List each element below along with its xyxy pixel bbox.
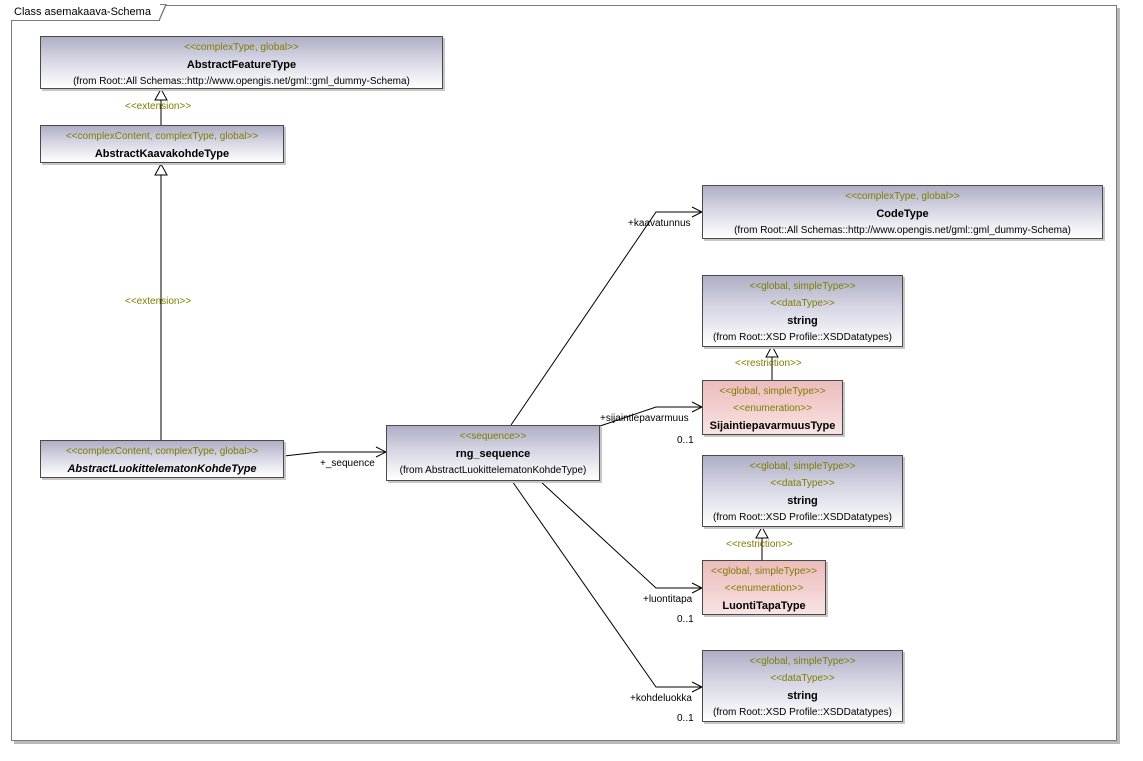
stereotype: <<complexType, global>> <box>845 191 960 202</box>
restriction-arrowhead-2 <box>755 525 769 539</box>
stereotype: <<complexContent, complexType, global>> <box>65 446 259 457</box>
stereotype-enumeration: <<enumeration>> <box>733 403 812 414</box>
class-string-2[interactable]: <<global, simpleType>> <<dataType>> stri… <box>702 455 903 527</box>
class-sijaintiepavarmuus-type[interactable]: <<global, simpleType>> <<enumeration>> S… <box>702 380 843 435</box>
luontitapa-role-label: +luontitapa <box>643 594 693 605</box>
package-origin: (from Root::XSD Profile::XSDDatatypes) <box>713 707 892 718</box>
luontitapa-edge <box>539 480 702 589</box>
diagram-title: Class asemakaava-Schema <box>11 4 167 21</box>
class-name: AbstractKaavakohdeType <box>94 148 230 160</box>
class-name: AbstractLuokittelematonKohdeType <box>67 463 257 475</box>
restriction-label-2: <<restriction>> <box>726 539 793 550</box>
stereotype-enumeration: <<enumeration>> <box>724 583 804 594</box>
class-code-type[interactable]: <<complexType, global>> CodeType (from R… <box>702 185 1103 239</box>
stereotype: <<global, simpleType>> <box>719 386 826 397</box>
kaavatunnus-edge <box>510 211 702 426</box>
package-origin: (from Root::XSD Profile::XSDDatatypes) <box>713 512 892 523</box>
class-name: rng_sequence <box>455 448 531 460</box>
class-name: SijaintiepavarmuusType <box>709 420 836 432</box>
stereotype-datatype: <<dataType>> <box>770 673 835 684</box>
stereotype: <<complexContent, complexType, global>> <box>65 131 259 142</box>
class-name: string <box>787 315 818 327</box>
class-name: LuontiTapaType <box>722 600 806 612</box>
stereotype: <<complexType, global>> <box>184 42 299 53</box>
sequence-edge <box>283 451 386 457</box>
kohdeluokka-multiplicity: 0..1 <box>677 713 694 724</box>
stereotype: <<global, simpleType>> <box>749 281 856 292</box>
class-name: CodeType <box>876 208 929 220</box>
generalization-arrowhead-1 <box>154 87 168 101</box>
class-rng-sequence[interactable]: <<sequence>> rng_sequence (from Abstract… <box>386 425 600 481</box>
generalization-arrowhead-2 <box>154 162 168 176</box>
class-string-1[interactable]: <<global, simpleType>> <<dataType>> stri… <box>702 275 903 347</box>
class-abstract-luokittelematon-kohde-type[interactable]: <<complexContent, complexType, global>> … <box>40 440 284 478</box>
sequence-role-label: +_sequence <box>320 458 375 469</box>
extension-label-1: <<extension>> <box>125 101 192 112</box>
package-origin: (from Root::XSD Profile::XSDDatatypes) <box>713 332 892 343</box>
class-name: string <box>787 495 818 507</box>
package-origin: (from Root::All Schemas::http://www.open… <box>734 225 1071 236</box>
package-origin: (from Root::All Schemas::http://www.open… <box>73 76 410 87</box>
kohdeluokka-role-label: +kohdeluokka <box>630 693 692 704</box>
class-string-3[interactable]: <<global, simpleType>> <<dataType>> stri… <box>702 650 903 722</box>
sijaintie-multiplicity: 0..1 <box>677 435 694 446</box>
kaavatunnus-role-label: +kaavatunnus <box>628 218 691 229</box>
stereotype: <<global, simpleType>> <box>710 566 818 577</box>
stereotype: <<global, simpleType>> <box>749 656 856 667</box>
sijaintie-edge <box>599 406 702 427</box>
stereotype: <<global, simpleType>> <box>749 461 856 472</box>
class-abstract-kaavakohde-type[interactable]: <<complexContent, complexType, global>> … <box>40 125 284 163</box>
package-origin: (from AbstractLuokittelematonKohdeType) <box>399 465 587 476</box>
luontitapa-multiplicity: 0..1 <box>677 614 694 625</box>
class-luontitapa-type[interactable]: <<global, simpleType>> <<enumeration>> L… <box>702 560 826 615</box>
class-abstract-feature-type[interactable]: <<complexType, global>> AbstractFeatureT… <box>40 36 443 89</box>
restriction-arrowhead-1 <box>765 344 779 358</box>
stereotype-datatype: <<dataType>> <box>770 478 835 489</box>
stereotype-datatype: <<dataType>> <box>770 298 835 309</box>
class-name: AbstractFeatureType <box>186 59 297 71</box>
restriction-label-1: <<restriction>> <box>735 358 802 369</box>
class-name: string <box>787 690 818 702</box>
kohdeluokka-edge <box>511 480 702 688</box>
stereotype: <<sequence>> <box>459 431 527 442</box>
extension-label-2: <<extension>> <box>125 296 192 307</box>
sijaintie-role-label: +sijaintiepavarmuus <box>600 413 689 424</box>
